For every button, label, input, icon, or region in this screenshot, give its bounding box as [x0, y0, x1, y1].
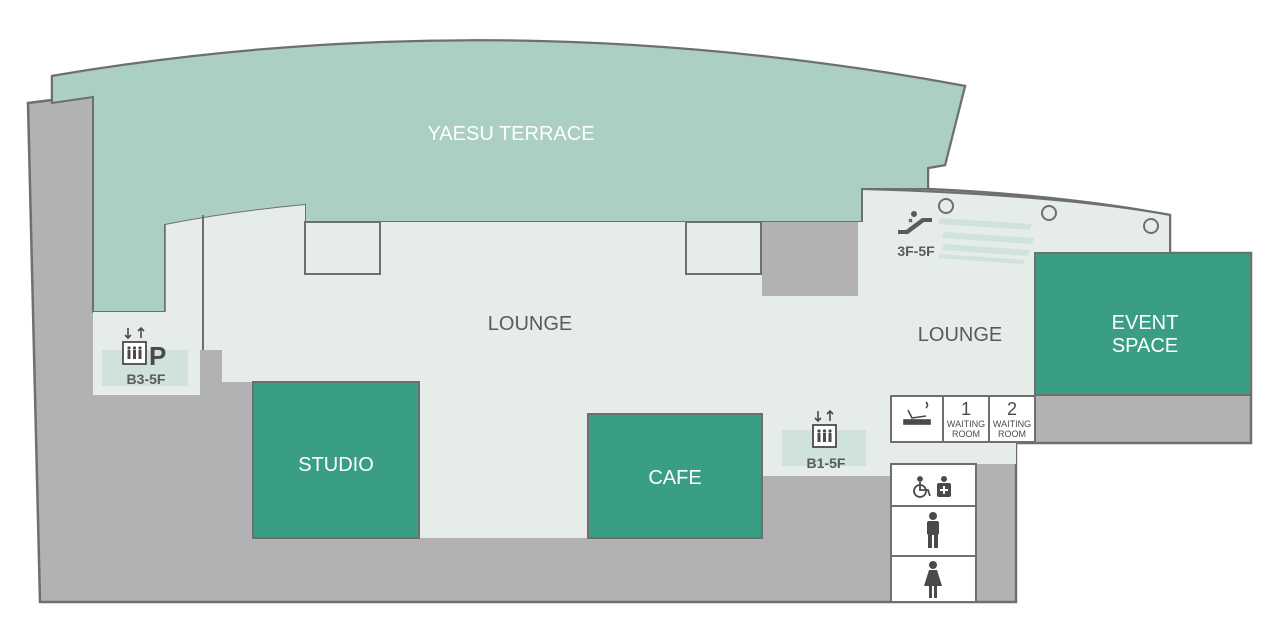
lounge-east-label: LOUNGE	[918, 324, 1002, 346]
lounge-main-label: LOUNGE	[488, 313, 572, 335]
waiting-room-1-line1: WAITING	[947, 419, 985, 429]
column-circle-3	[1143, 218, 1159, 234]
escalator-range: 3F-5F	[897, 243, 935, 259]
cafe-label: CAFE	[648, 467, 701, 489]
west-elevator-range: B3-5F	[127, 371, 166, 387]
service-block-lower	[797, 270, 858, 296]
column-circle-2	[1041, 205, 1057, 221]
column-circle-1	[938, 198, 954, 214]
escalator-stripes	[938, 218, 1034, 264]
event-space-label-line1: EVENT	[1112, 312, 1179, 334]
escalator-icon	[898, 211, 932, 234]
studio	[252, 381, 420, 539]
elevator-icon-center	[812, 409, 837, 448]
waiting-room-1-line2: ROOM	[952, 429, 980, 439]
escalator-zone-wall	[861, 187, 1171, 269]
elevator-icon-west	[122, 326, 147, 365]
nursing-icon	[937, 476, 951, 497]
waiting-room-2-line2: ROOM	[998, 429, 1026, 439]
waiting-room-block	[890, 395, 1036, 443]
waiting-room-2-number: 2	[1007, 399, 1017, 419]
yaesu-terrace-label: YAESU TERRACE	[427, 123, 594, 145]
center-elevator-range: B1-5F	[807, 455, 846, 471]
pillar-east	[685, 221, 762, 275]
woman-icon	[924, 561, 942, 598]
wheelchair-icon	[913, 476, 931, 498]
waiting-room-2-line1: WAITING	[993, 419, 1031, 429]
studio-label: STUDIO	[298, 454, 374, 476]
cafe	[587, 413, 763, 539]
parking-icon: P	[149, 341, 166, 371]
man-icon	[927, 512, 939, 548]
waiting-room-1-number: 1	[961, 399, 971, 419]
event-space-label-line2: SPACE	[1112, 335, 1178, 357]
smoking-icon	[903, 401, 931, 425]
pillar-west	[304, 221, 381, 275]
event-space	[1034, 252, 1252, 396]
